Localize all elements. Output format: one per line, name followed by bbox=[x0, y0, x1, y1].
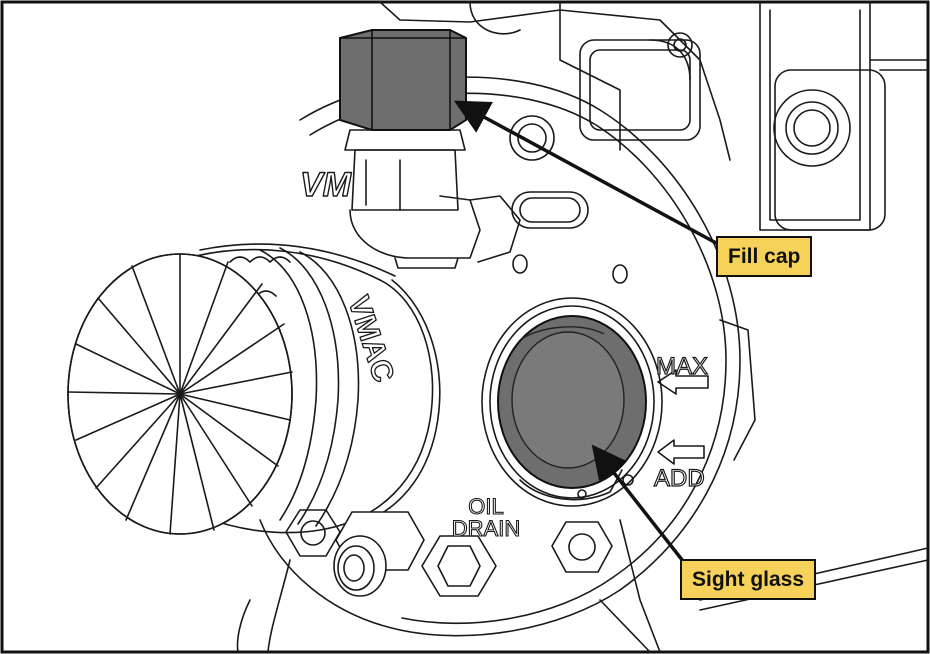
filter-brand-text: VMAC bbox=[341, 292, 400, 386]
sight-glass-leader-arrow bbox=[591, 444, 692, 572]
side-bracket bbox=[773, 69, 886, 231]
elbow-fitting bbox=[344, 129, 521, 269]
sight-glass-callout: Sight glass bbox=[680, 559, 817, 600]
upper-housing bbox=[379, 1, 929, 231]
oil-drain-marking-line2: DRAIN bbox=[452, 516, 520, 541]
oil-drain-marking-line1: OIL bbox=[468, 494, 503, 519]
brand-plate-marking: VM bbox=[299, 165, 352, 204]
bottom-bolts bbox=[285, 509, 613, 597]
fill-cap-leader-arrow bbox=[453, 100, 719, 246]
sight-glass-part bbox=[497, 315, 647, 489]
level-arrows bbox=[657, 369, 709, 465]
add-marking: ADD bbox=[654, 465, 705, 492]
filter-end-cap-ribs bbox=[67, 253, 293, 535]
max-marking: MAX bbox=[656, 353, 708, 380]
drain-hose-fitting bbox=[236, 511, 425, 653]
fill-cap-callout: Fill cap bbox=[716, 236, 813, 277]
brand-plate-text: VM bbox=[300, 166, 352, 204]
fill-cap-part bbox=[339, 29, 467, 131]
sight-glass-housing bbox=[481, 297, 663, 507]
oil-filter: VMAC bbox=[67, 243, 441, 535]
